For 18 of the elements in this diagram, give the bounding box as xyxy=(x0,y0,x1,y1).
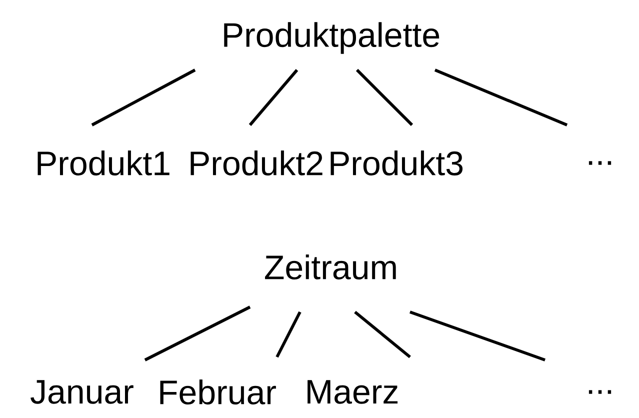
connector-line xyxy=(434,68,568,126)
tree-label: Zeitraum xyxy=(265,254,396,280)
tree-label: Produktpalette xyxy=(224,22,440,54)
connector-line xyxy=(91,68,196,126)
tree-label: Februar xyxy=(160,380,276,404)
connector-line xyxy=(354,310,411,358)
ellipsis-label: ... xyxy=(588,161,612,165)
connector-line xyxy=(410,310,546,362)
ellipsis-label: ... xyxy=(588,390,612,394)
connector-line xyxy=(248,69,298,126)
connector-line xyxy=(144,306,251,362)
tree-label: Produkt1 xyxy=(38,150,170,176)
tree-label: Maerz xyxy=(308,380,398,404)
tree-label: Produkt3 xyxy=(330,150,463,176)
tree-label: Produkt2 xyxy=(190,150,322,176)
connector-line xyxy=(276,311,302,358)
tree-label: Januar xyxy=(30,380,134,404)
connector-line xyxy=(356,68,414,126)
